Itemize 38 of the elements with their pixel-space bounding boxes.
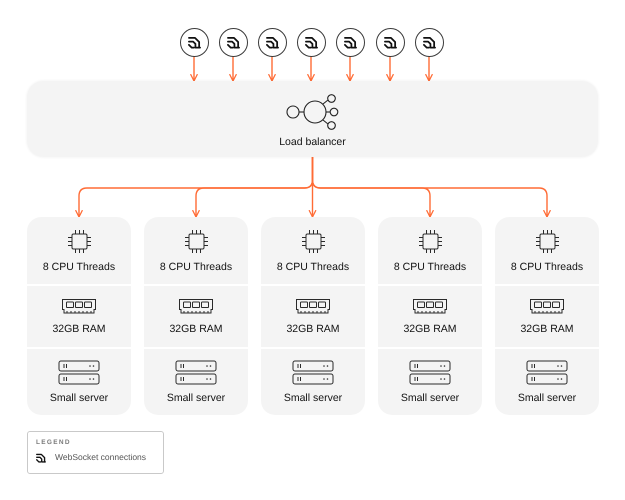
- arrow: [312, 157, 551, 218]
- spec-label: 8 CPU Threads: [160, 260, 232, 272]
- spec-label: 32GB RAM: [52, 323, 106, 335]
- arrow: [190, 56, 198, 82]
- server-card: [495, 217, 599, 415]
- server-card: [27, 217, 131, 415]
- connection-circle: [296, 28, 326, 56]
- connection-circle: [180, 28, 208, 56]
- spec-label: Small server: [400, 392, 460, 404]
- node-label: Load balancer: [279, 136, 346, 148]
- connection-circle: [258, 28, 286, 56]
- server-card: [144, 217, 248, 415]
- spec-label: 8 CPU Threads: [510, 260, 584, 272]
- spec-label: Small server: [166, 392, 226, 404]
- connection-circle: [336, 28, 364, 56]
- spec-label: 32GB RAM: [520, 323, 574, 335]
- arrow: [425, 56, 433, 82]
- spec-label: Small server: [284, 392, 342, 404]
- arrow: [268, 56, 276, 82]
- spec-label: 32GB RAM: [169, 323, 223, 335]
- connection-circle: [218, 28, 248, 56]
- legend-text: WebSocket connections: [55, 452, 146, 463]
- connection-circle: [414, 28, 444, 56]
- spec-label: 8 CPU Threads: [42, 260, 116, 272]
- spec-label: Small server: [518, 392, 576, 404]
- spec-label: Small server: [50, 392, 108, 404]
- server-card: [378, 217, 482, 415]
- load-balancer-panel: [27, 81, 598, 157]
- spec-label: 32GB RAM: [286, 323, 340, 335]
- spec-label: 32GB RAM: [403, 323, 457, 335]
- spec-label: 8 CPU Threads: [394, 260, 466, 272]
- arrow: [386, 56, 394, 82]
- arrow: [307, 56, 315, 82]
- server-card: [261, 217, 365, 415]
- connection-circle: [376, 28, 404, 56]
- arrow: [346, 56, 354, 82]
- spec-label: 8 CPU Threads: [276, 260, 350, 272]
- arrow: [229, 56, 237, 82]
